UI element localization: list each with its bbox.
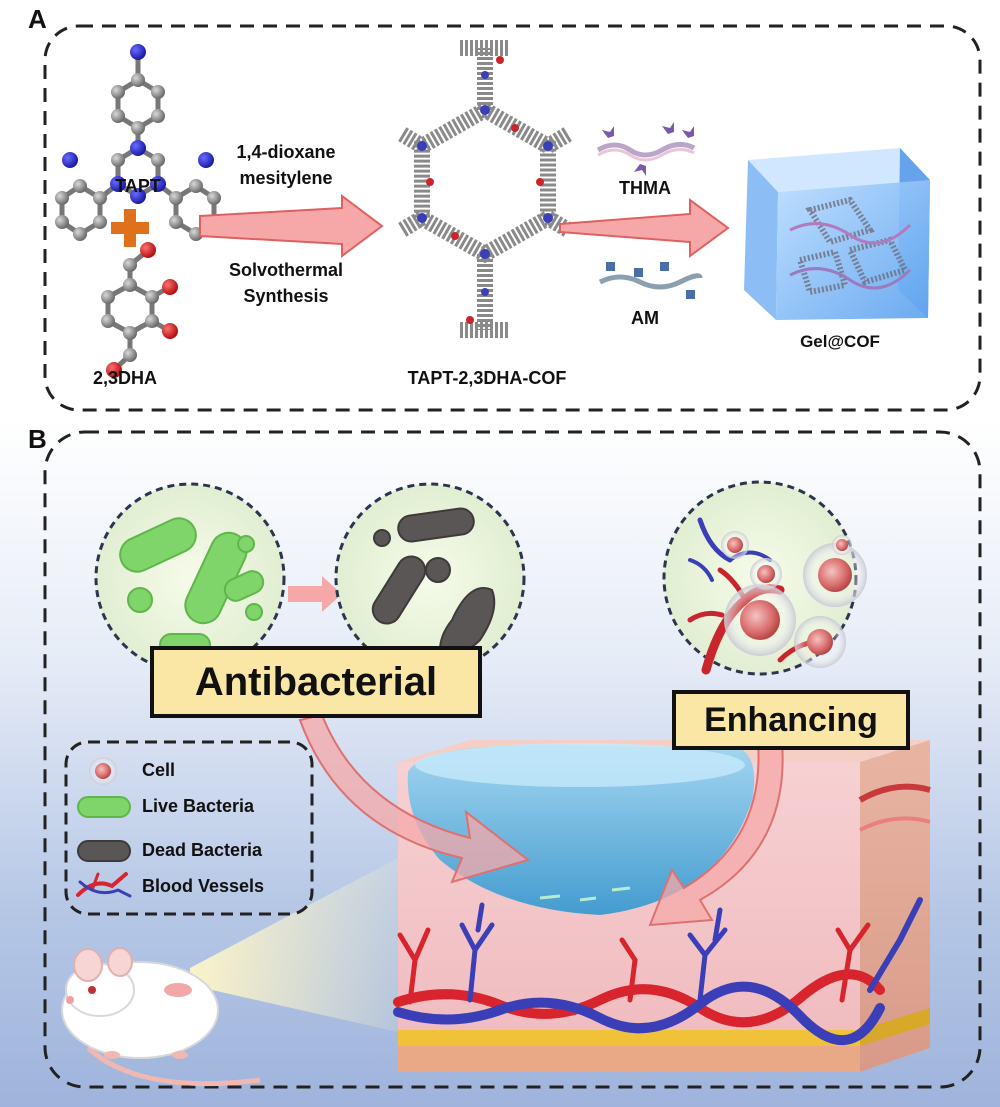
kill-arrow [288,576,342,612]
dha-label: 2,3DHA [92,368,158,388]
legend-label-dead-bacteria: Dead Bacteria [142,840,263,860]
dha-molecule [101,242,178,378]
legend-frame [64,740,314,916]
panel-b-letter: B [28,424,47,454]
method-label-2: Synthesis [243,286,329,306]
solvent-label-2: mesitylene [239,168,333,188]
synthesis-arrow [199,194,384,258]
legend-label-cell: Cell [142,760,176,780]
panel-a-letter: A [28,4,47,34]
live-bacteria-icon [77,796,131,818]
method-label-1: Solvothermal [228,260,344,280]
angiogenesis-circle [662,480,867,676]
plus-sign [111,209,149,247]
am-monomer-icon [598,262,703,299]
tapt-label: TAPT [115,176,161,196]
legend-label-live-bacteria: Live Bacteria [142,796,255,816]
legend-label-blood-vessels: Blood Vessels [142,876,265,896]
am-label: AM [631,308,659,328]
panel-b-frame [43,430,982,1089]
enhancing-banner: Enhancing [672,690,910,750]
tapt-molecule [55,44,221,241]
dead-bacteria-icon [77,840,131,862]
solvent-label-1: 1,4-dioxane [236,142,336,162]
antibacterial-banner: Antibacterial [150,646,482,718]
gel-cof-label: Gel@COF [800,332,880,351]
live-bacteria-circle [94,482,286,674]
dead-bacteria-circle [334,482,526,674]
mouse-icon [61,947,261,1087]
cell-icon [89,757,117,785]
thma-label: THMA [619,178,671,198]
thma-monomer-icon [596,122,696,176]
cof-framework-icon [397,40,573,338]
gelation-arrow [559,198,730,258]
enhancing-arrow [648,741,784,927]
antibacterial-arrow [298,713,531,884]
blood-vessels-icon [76,872,132,898]
cof-label: TAPT-2,3DHA-COF [407,368,567,388]
focus-beam [190,858,398,1032]
gel-cof-cube-icon [744,148,930,320]
